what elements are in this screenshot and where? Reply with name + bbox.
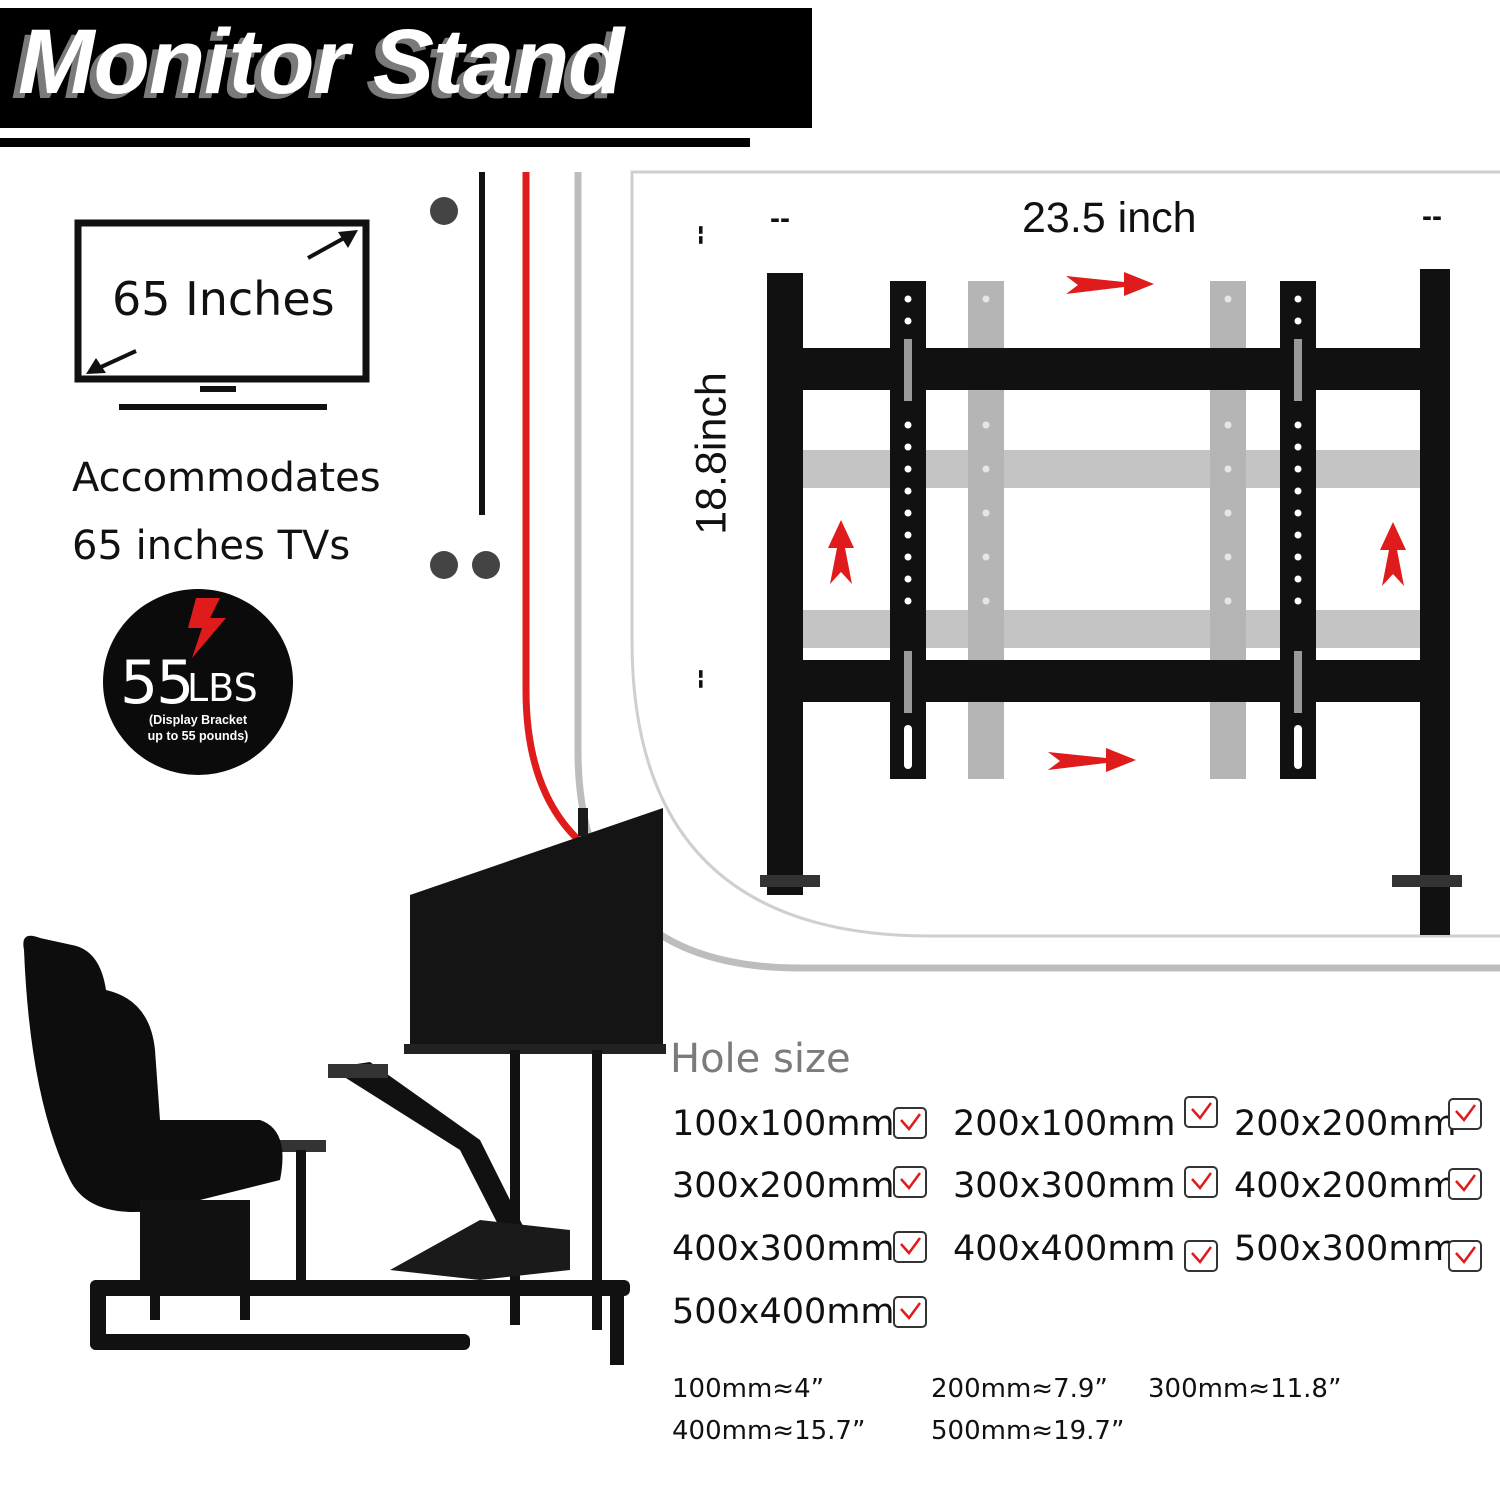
conversion-text: 400mm≈15.7” xyxy=(672,1416,866,1446)
tv-monitor-icon xyxy=(74,219,370,410)
title-banner xyxy=(0,8,812,128)
hole-size-item: 300x200mm xyxy=(672,1166,895,1206)
check-icon xyxy=(1448,1240,1482,1272)
width-dimension-label: 23.5 inch xyxy=(1022,194,1197,242)
check-icon xyxy=(1184,1166,1218,1198)
accommodates-line-2: 65 inches TVs xyxy=(72,523,351,569)
hole-size-item: 300x300mm xyxy=(953,1166,1176,1206)
tv-size-label: 65 Inches xyxy=(112,272,335,326)
hole-size-item: 200x200mm xyxy=(1234,1104,1457,1144)
width-dash-left: -- xyxy=(770,202,790,235)
page-title: Monitor Stand xyxy=(18,11,624,113)
height-dimension-label: 18.8inch xyxy=(687,372,736,535)
check-icon xyxy=(1448,1098,1482,1130)
width-dash-right: -- xyxy=(1422,200,1442,233)
check-icon xyxy=(893,1107,927,1139)
height-dash-top: -- xyxy=(685,225,719,245)
weight-unit: LBS xyxy=(187,666,258,710)
check-icon xyxy=(893,1296,927,1328)
arrow-up-icon xyxy=(1380,522,1406,586)
hole-size-title: Hole size xyxy=(670,1036,851,1082)
weight-number: 55 xyxy=(120,648,194,718)
check-icon xyxy=(1184,1240,1218,1272)
accommodates-text: Accommodates 65 inches TVs xyxy=(72,444,381,580)
height-dash-bottom: -- xyxy=(685,669,719,689)
bracket-illustration xyxy=(760,269,1462,935)
lightning-bolt-icon xyxy=(188,598,226,658)
arrow-up-icon xyxy=(828,520,854,584)
hole-size-item: 200x100mm xyxy=(953,1104,1176,1144)
hole-size-item: 400x200mm xyxy=(1234,1166,1457,1206)
conversion-text: 300mm≈11.8” xyxy=(1148,1374,1342,1404)
arrow-right-icon xyxy=(1066,272,1154,296)
conversion-text: 100mm≈4” xyxy=(672,1374,825,1404)
check-icon xyxy=(893,1231,927,1263)
hole-size-item: 400x300mm xyxy=(672,1229,895,1269)
hole-size-item: 400x400mm xyxy=(953,1229,1176,1269)
arrow-right-icon xyxy=(1048,748,1136,772)
hole-size-item: 500x400mm xyxy=(672,1292,895,1332)
weight-note-line-2: up to 55 pounds) xyxy=(147,729,249,743)
weight-note-line-1: (Display Bracket xyxy=(149,713,247,727)
conversion-text: 200mm≈7.9” xyxy=(931,1374,1108,1404)
hole-size-item: 100x100mm xyxy=(672,1104,895,1144)
weight-note: (Display Bracket up to 55 pounds) xyxy=(118,712,278,744)
hole-size-item: 500x300mm xyxy=(1234,1229,1457,1269)
accommodates-line-1: Accommodates xyxy=(72,455,381,501)
racing-cockpit-illustration xyxy=(23,808,666,1365)
check-icon xyxy=(893,1166,927,1198)
title-underline xyxy=(0,138,750,147)
conversion-text: 500mm≈19.7” xyxy=(931,1416,1125,1446)
check-icon xyxy=(1448,1168,1482,1200)
check-icon xyxy=(1184,1096,1218,1128)
